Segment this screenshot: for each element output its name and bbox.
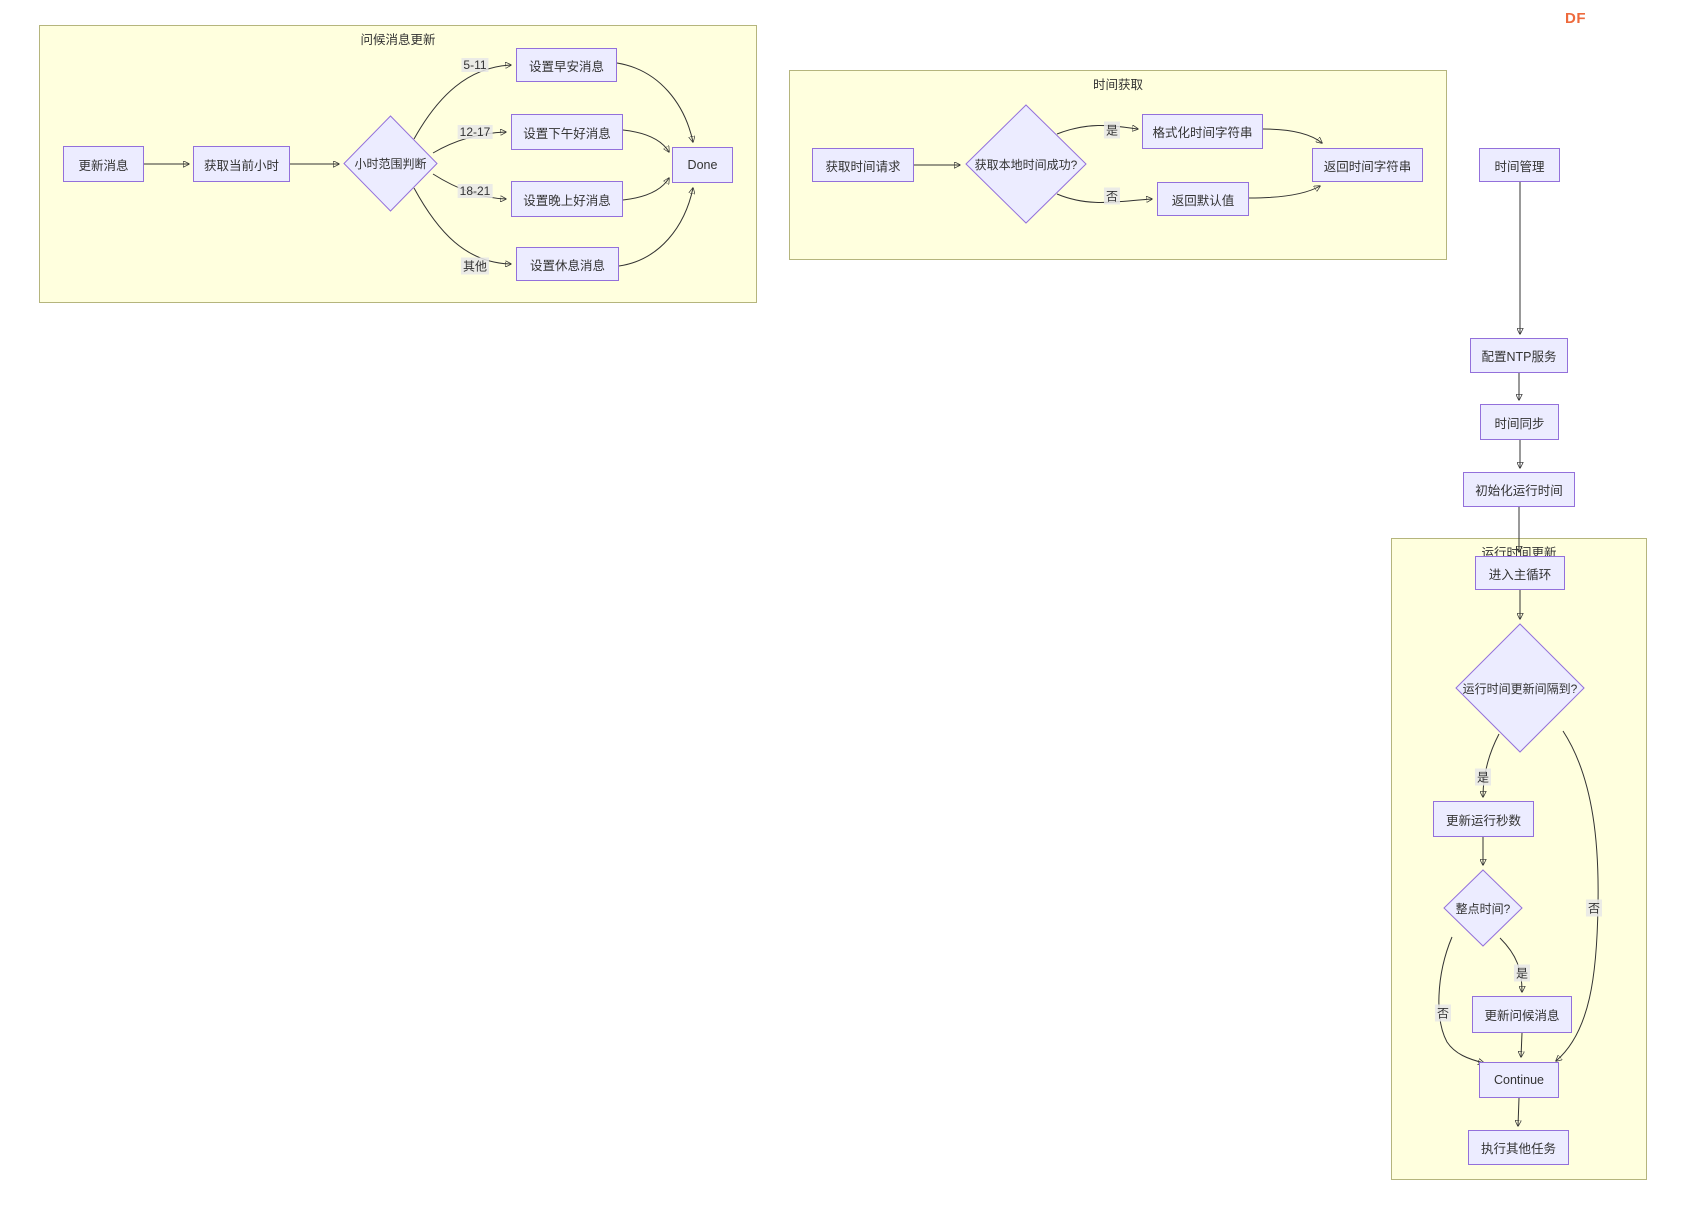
node-config-ntp: 配置NTP服务 xyxy=(1470,338,1568,373)
edge-label-hourly-no: 否 xyxy=(1434,1004,1452,1022)
cluster-title: 问候消息更新 xyxy=(360,33,436,47)
edge-range-to-morning xyxy=(413,65,511,140)
edge-update-greeting-to-continue xyxy=(1521,1032,1522,1057)
edge-continue-to-other-tasks xyxy=(1518,1097,1519,1126)
node-return-default: 返回默认值 xyxy=(1157,182,1249,216)
node-time-sync: 时间同步 xyxy=(1480,404,1559,440)
node-return-time-string: 返回时间字符串 xyxy=(1312,148,1423,182)
cluster-title: 时间获取 xyxy=(1092,78,1143,92)
edge-format-to-return-string xyxy=(1262,128,1322,143)
edge-hourly-yes-to-update-greeting xyxy=(1499,937,1522,992)
edge-success-yes-to-format xyxy=(1056,125,1138,135)
df-logo: DF xyxy=(1565,10,1586,27)
diamond-label: 小时范围判断 xyxy=(354,157,427,171)
node-done: Done xyxy=(672,147,733,183)
node-hourly-check: 整点时间? xyxy=(1443,869,1523,947)
edge-evening-to-done xyxy=(622,178,669,201)
edge-morning-to-done xyxy=(616,62,693,142)
node-set-rest: 设置休息消息 xyxy=(516,247,619,281)
edge-interval-yes-to-update-seconds xyxy=(1483,733,1500,797)
edge-range-to-rest xyxy=(413,187,511,264)
node-get-current-hour: 获取当前小时 xyxy=(193,146,290,182)
node-local-time-success-check: 获取本地时间成功? xyxy=(965,104,1087,224)
edge-label-time-no: 否 xyxy=(1103,187,1121,205)
diamond-label: 整点时间? xyxy=(1455,901,1511,916)
node-set-morning: 设置早安消息 xyxy=(516,48,617,82)
node-set-afternoon: 设置下午好消息 xyxy=(511,114,623,150)
node-get-time-request: 获取时间请求 xyxy=(812,148,914,182)
node-update-greeting: 更新问候消息 xyxy=(1472,996,1572,1033)
node-update-message: 更新消息 xyxy=(63,146,144,182)
edge-default-to-return-string xyxy=(1248,186,1320,199)
node-format-time-string: 格式化时间字符串 xyxy=(1142,114,1263,149)
node-other-tasks: 执行其他任务 xyxy=(1468,1130,1569,1165)
edge-afternoon-to-done xyxy=(622,129,669,152)
edge-label-18-21: 18-21 xyxy=(457,184,493,198)
node-continue: Continue xyxy=(1479,1062,1559,1098)
edge-label-time-yes: 是 xyxy=(1103,121,1121,139)
edge-rest-to-done xyxy=(618,188,693,267)
diamond-label: 运行时间更新间隔到? xyxy=(1462,681,1578,696)
edge-hourly-no-to-continue xyxy=(1438,936,1484,1063)
node-hour-range-check: 小时范围判断 xyxy=(343,115,438,212)
node-enter-main-loop: 进入主循环 xyxy=(1475,556,1565,590)
edge-label-5-11: 5-11 xyxy=(461,58,489,72)
edge-label-other: 其他 xyxy=(460,257,490,275)
edge-label-12-17: 12-17 xyxy=(457,125,493,139)
node-update-run-seconds: 更新运行秒数 xyxy=(1433,801,1534,837)
node-time-management: 时间管理 xyxy=(1479,148,1560,182)
node-set-evening: 设置晚上好消息 xyxy=(511,181,623,217)
edge-label-hourly-yes: 是 xyxy=(1513,964,1531,982)
edge-label-interval-no: 否 xyxy=(1585,899,1603,917)
diamond-label: 获取本地时间成功? xyxy=(974,157,1078,172)
node-init-runtime: 初始化运行时间 xyxy=(1463,472,1575,507)
edge-label-interval-yes: 是 xyxy=(1474,768,1492,786)
node-runtime-interval-check: 运行时间更新间隔到? xyxy=(1455,623,1585,753)
